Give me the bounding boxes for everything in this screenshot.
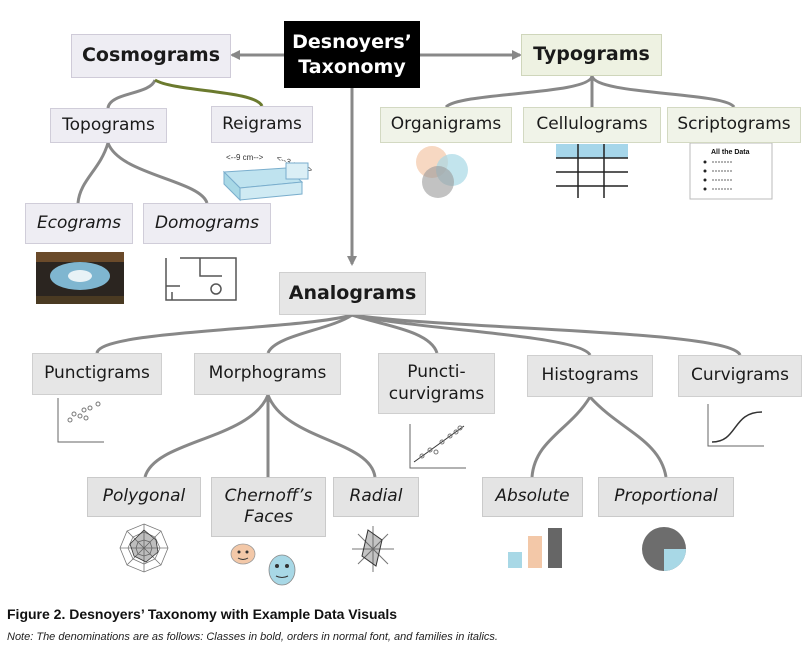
connector-layer: <--9 cm--> <--3 cm--> — [36, 50, 773, 586]
reigram-dim-label-1: <--9 cm--> — [226, 153, 264, 162]
connector-cosmograms-topograms — [106, 79, 157, 109]
reigram-illustration: <--9 cm--> <--3 cm--> — [222, 153, 314, 202]
scriptogram-title: All the Data — [711, 149, 750, 156]
taxonomy-diagram: <--9 cm--> <--3 cm--> — [25, 21, 802, 586]
node-morphograms: Morphograms — [194, 353, 341, 395]
connector-analograms-histograms — [351, 313, 592, 357]
scriptogram-doc: All the Data — [689, 142, 773, 200]
node-ecograms: Ecograms — [25, 203, 133, 244]
node-curvigrams: Curvigrams — [678, 355, 802, 397]
node-topograms: Topograms — [50, 108, 167, 143]
connector-histograms-proportional — [588, 395, 668, 478]
puncticurvigram-plot — [409, 424, 466, 469]
proportional-pie — [642, 527, 686, 571]
connector-histograms-absolute — [530, 396, 592, 478]
node-desnoyers-taxonomy: Desnoyers’ Taxonomy — [284, 21, 420, 88]
connector-analograms-morphograms — [266, 313, 353, 354]
curvigram-plot — [707, 404, 764, 447]
domogram-floorplan — [165, 257, 237, 301]
node-reigrams: Reigrams — [211, 106, 313, 143]
node-cellulograms: Cellulograms — [523, 107, 661, 143]
polygonal-radar — [119, 523, 169, 573]
punctigram-scatter — [57, 398, 104, 443]
node-domograms: Domograms — [143, 203, 271, 244]
ecogram-photo — [36, 252, 124, 304]
connector-topograms-domograms — [106, 142, 209, 204]
connector-morphograms-radial — [266, 394, 377, 478]
connector-analograms-punctigrams — [95, 313, 353, 354]
figure-caption: Figure 2. Desnoyers’ Taxonomy with Examp… — [7, 606, 398, 622]
node-organigrams: Organigrams — [380, 107, 512, 143]
connector-morphograms-polygonal — [143, 394, 270, 478]
node-scriptograms: Scriptograms — [667, 107, 801, 143]
chernoff-faces — [230, 543, 296, 586]
cellulogram-table — [556, 144, 628, 198]
node-cosmograms: Cosmograms — [71, 34, 231, 78]
radial-plot — [352, 526, 394, 572]
figure-note: Note: The denominations are as follows: … — [7, 631, 498, 643]
connector-analograms-curvigrams — [351, 313, 742, 356]
node-chernoffs-faces: Chernoff’s Faces — [211, 477, 326, 537]
node-radial: Radial — [333, 477, 419, 517]
connector-typograms-organigrams — [444, 75, 594, 109]
node-histograms: Histograms — [527, 355, 653, 397]
connector-typograms-scriptograms — [590, 75, 736, 109]
connector-cosmograms-reigrams — [154, 78, 264, 107]
node-punctigrams: Punctigrams — [32, 353, 162, 395]
node-analograms: Analograms — [279, 272, 426, 315]
connector-topograms-ecograms — [76, 142, 110, 204]
node-typograms: Typograms — [521, 34, 662, 76]
node-proportional: Proportional — [598, 477, 734, 517]
node-absolute: Absolute — [482, 477, 583, 517]
node-polygonal: Polygonal — [87, 477, 201, 517]
organigram-venn — [416, 146, 468, 198]
node-puncticurvigrams: Puncti- curvigrams — [378, 353, 495, 414]
absolute-bar-chart — [508, 528, 562, 568]
